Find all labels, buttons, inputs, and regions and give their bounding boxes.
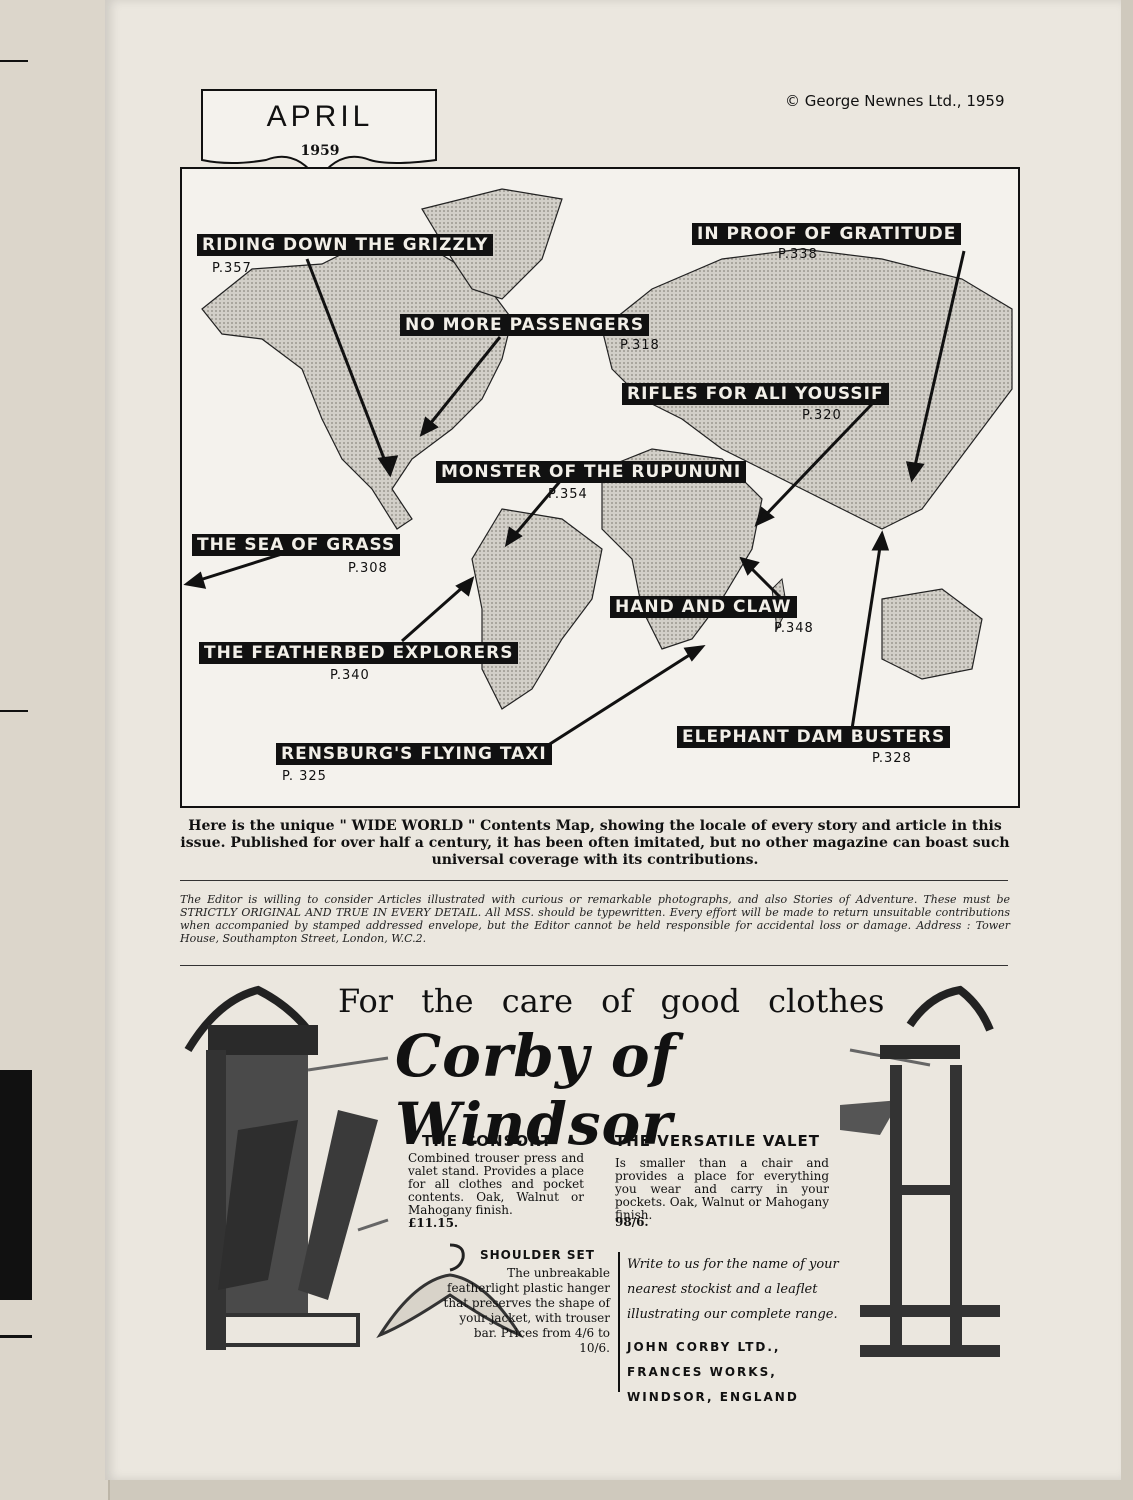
binding-tick	[0, 710, 28, 712]
issue-year: 1959	[300, 143, 340, 159]
story-page-hand-and-claw: P.348	[774, 621, 814, 636]
company-address: JOHN CORBY LTD., FRANCES WORKS, WINDSOR,…	[627, 1335, 799, 1410]
north-america	[201, 238, 513, 530]
story-page-rensburgs-flying-taxi: P. 325	[282, 769, 327, 784]
valet-title: THE VERSATILE VALET	[615, 1132, 820, 1150]
divider-top	[180, 880, 1008, 881]
story-label-the-sea-of-grass: THE SEA OF GRASS	[192, 534, 401, 556]
story-label-monster-of-the-rupununi: MONSTER OF THE RUPUNUNI	[436, 461, 747, 483]
editor-note: The Editor is willing to consider Articl…	[180, 893, 1010, 945]
story-label-riding-down-the-grizzly: RIDING DOWN THE GRIZZLY	[197, 234, 494, 256]
story-page-the-sea-of-grass: P.308	[348, 561, 388, 576]
issue-month: APRIL	[266, 100, 374, 133]
map-arrows	[183, 250, 966, 751]
story-page-rifles-for-ali-youssif: P.320	[802, 408, 842, 423]
story-page-no-more-passengers: P.318	[620, 338, 660, 353]
valet-price: 98/6.	[615, 1215, 649, 1229]
brand-logo: Corby of Windsor	[395, 1022, 677, 1158]
ad-headline: For the care of good clothes	[338, 982, 885, 1020]
versatile-valet-illustration	[840, 985, 1000, 1357]
consort-title: THE CONSORT	[422, 1132, 553, 1150]
copyright-notice: © George Newnes Ltd., 1959	[785, 92, 1005, 110]
binding-mark	[0, 1070, 32, 1300]
issue-date-box: APRIL 1959	[200, 88, 440, 188]
story-page-the-featherbed-explorers: P.340	[330, 668, 370, 683]
valet-description: Is smaller than a chair and provides a p…	[615, 1156, 829, 1222]
map-caption: Here is the unique " WIDE WORLD " Conten…	[180, 818, 1010, 868]
consort-price: £11.15.	[408, 1216, 459, 1230]
divider-bottom	[180, 965, 1008, 966]
story-label-no-more-passengers: NO MORE PASSENGERS	[400, 314, 650, 336]
story-label-hand-and-claw: HAND AND CLAW	[610, 596, 797, 618]
story-page-monster-of-the-rupununi: P.354	[548, 487, 588, 502]
story-label-rifles-for-ali-youssif: RIFLES FOR ALI YOUSSIF	[622, 383, 889, 405]
australia	[881, 588, 983, 680]
story-page-elephant-dam-busters: P.328	[872, 751, 912, 766]
consort-description: Combined trouser press and valet stand. …	[408, 1151, 584, 1217]
shoulder-set-title: SHOULDER SET	[480, 1248, 595, 1262]
contents-map: RIDING DOWN THE GRIZZLY P.357 IN PROOF O…	[180, 167, 1020, 808]
ad-column-divider	[618, 1252, 620, 1392]
south-america	[471, 508, 603, 710]
shoulder-set-description: The unbreakable featherlight plastic han…	[443, 1266, 610, 1355]
story-page-riding-down-the-grizzly: P.357	[212, 261, 252, 276]
binding-tick	[0, 1335, 32, 1338]
address-line: FRANCES WORKS,	[627, 1365, 777, 1379]
shoulder-set-hanger-illustration	[376, 1243, 524, 1339]
address-line: JOHN CORBY LTD.,	[627, 1340, 781, 1354]
address-line: WINDSOR, ENGLAND	[627, 1390, 799, 1404]
story-page-in-proof-of-gratitude: P.338	[778, 247, 818, 262]
story-label-the-featherbed-explorers: THE FEATHERBED EXPLORERS	[199, 642, 519, 664]
stockist-note: Write to us for the name of your nearest…	[627, 1257, 839, 1322]
story-label-rensburgs-flying-taxi: RENSBURG'S FLYING TAXI	[276, 743, 552, 765]
story-label-in-proof-of-gratitude: IN PROOF OF GRATITUDE	[692, 223, 962, 245]
consort-valet-illustration	[184, 985, 389, 1350]
binding-tick	[0, 60, 28, 62]
story-label-elephant-dam-busters: ELEPHANT DAM BUSTERS	[677, 726, 951, 748]
world-map-illustration	[183, 188, 1013, 751]
